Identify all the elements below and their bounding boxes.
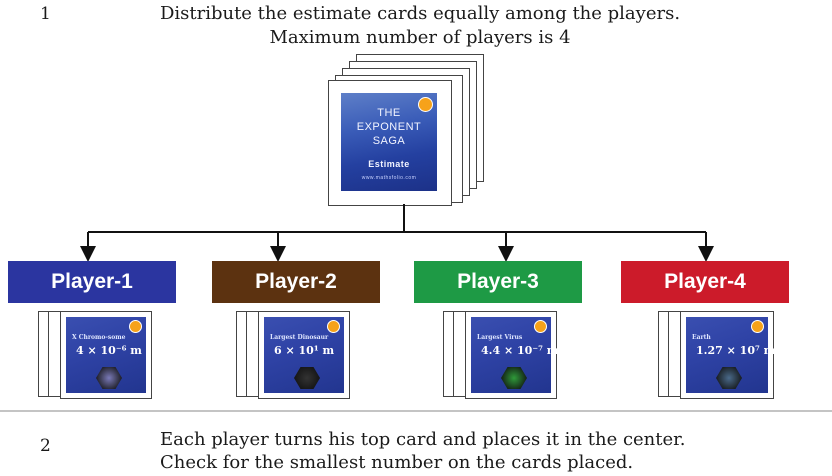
player-1-top-card: X Chromo-some 4 × 10⁻⁶ m [60,311,152,399]
player-2-box: Player-2 [212,261,380,303]
deck-title-line1: THE [377,107,401,119]
earth-icon [716,367,742,389]
player-2-card-name: Largest Dinosaur [270,334,329,341]
player-4-card-name: Earth [692,334,711,341]
deck-subtitle: Estimate [368,159,410,169]
player-4-box: Player-4 [621,261,789,303]
player-3-box: Player-3 [414,261,582,303]
deck-card-art: THE EXPONENT SAGA Estimate www.mathsfoli… [341,93,437,191]
deck-top-card: THE EXPONENT SAGA Estimate www.mathsfoli… [328,80,452,206]
player-3-card-value: 4.4 × 10⁻⁷ m [481,344,559,357]
player-1-card-name: X Chromo-some [72,334,126,341]
player-3-card-name: Largest Virus [477,334,523,341]
player-4-top-card: Earth 1.27 × 10⁷ m [680,311,776,399]
chromosome-icon [96,367,122,389]
step-number-1: 1 [40,4,51,24]
step-number-2: 2 [40,436,51,456]
deck-title-line2: EXPONENT [356,121,422,133]
player-2-top-card: Largest Dinosaur 6 × 10¹ m [258,311,350,399]
deck-title-line3: SAGA [372,135,406,147]
logo-icon [129,320,142,333]
logo-icon [751,320,764,333]
virus-icon [501,367,527,389]
logo-icon [534,320,547,333]
player-1-card-value: 4 × 10⁻⁶ m [76,344,142,357]
step2-line2: Check for the smallest number on the car… [160,452,634,473]
step1-line2: Maximum number of players is 4 [269,27,571,48]
player-4-card-value: 1.27 × 10⁷ m [696,344,776,357]
player-2-card-value: 6 × 10¹ m [274,344,335,357]
deck-footer: www.mathsfolio.com [361,175,417,181]
step1-line1: Distribute the estimate cards equally am… [159,3,681,24]
dinosaur-icon [294,367,320,389]
logo-icon [418,97,433,112]
player-1-box: Player-1 [8,261,176,303]
step2-line1: Each player turns his top card and place… [160,429,686,450]
player-3-top-card: Largest Virus 4.4 × 10⁻⁷ m [465,311,559,399]
logo-icon [327,320,340,333]
